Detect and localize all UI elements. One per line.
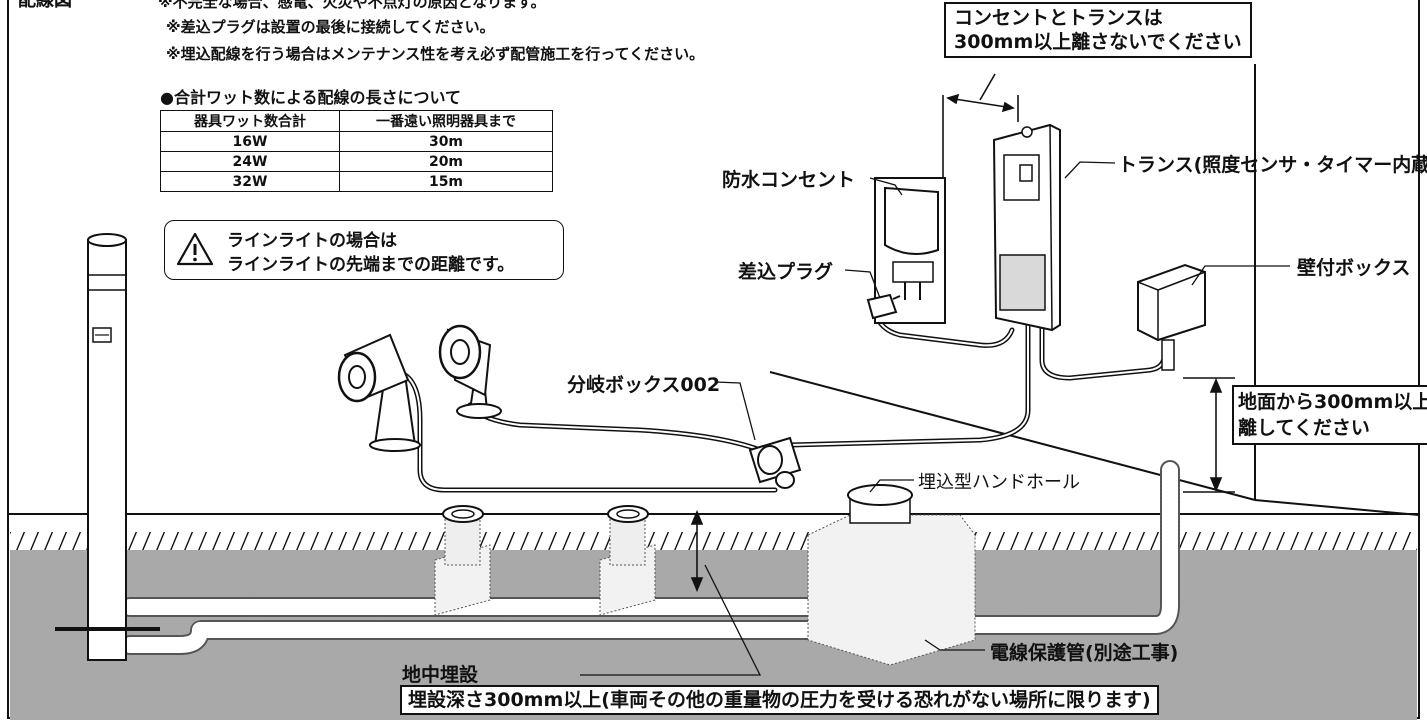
distance-callout-line-1: コンセントとトランスは [954, 7, 1163, 29]
warning-triangle-icon [176, 232, 214, 266]
outlet-device [874, 177, 946, 324]
warning-box: ラインライトの場合は ラインライトの先端までの距離です。 [164, 220, 564, 280]
wall-box-label: 壁付ボックス [1297, 257, 1411, 279]
transformer-device [992, 123, 1061, 332]
branch-box-label: 分岐ボックス002 [567, 374, 721, 396]
plug-device [866, 293, 901, 320]
outlet-label: 防水コンセント [722, 169, 856, 191]
table-row: 24W 20m [160, 151, 553, 172]
plug-label: 差込プラグ [738, 261, 834, 283]
warning-line-1: ラインライトの場合は [227, 231, 397, 251]
table-header-row: 器具ワット数合計 一番遠い照明器具まで [160, 110, 553, 132]
spotlight-1 [337, 333, 421, 452]
table-row: 16W 30m [160, 131, 553, 152]
leader-lines [580, 161, 1290, 676]
wall-box-device [1137, 263, 1206, 371]
table-heading: ●合計ワット数による配線の長さについて [160, 88, 462, 107]
height-callout: 地面から300mm以上 離してください [1232, 385, 1427, 445]
burial-title: 地中埋設 [402, 664, 479, 686]
section-title: 配線図 [18, 0, 72, 11]
table-cell: 15m [339, 171, 553, 192]
table-header-cell: 一番遠い照明器具まで [339, 110, 553, 132]
note-1: ※不完全な場合、感電、火災や不点灯の原因となります。 [158, 0, 546, 11]
burial-depth-callout: 埋設深さ300mm以上(車両その他の重量物の圧力を受ける恐れがない場所に限ります… [400, 685, 1159, 715]
table-header-cell: 器具ワット数合計 [160, 110, 340, 132]
table-row: 32W 15m [160, 171, 553, 192]
conduit-label: 電線保護管(別途工事) [990, 642, 1179, 664]
spotlight-2 [438, 324, 502, 419]
buried-handhole [807, 484, 976, 666]
height-callout-line-2: 離してください [1238, 417, 1370, 439]
ground-hatch [10, 532, 1417, 550]
transformer-label: トランス(照度センサ・タイマー内蔵) [1118, 154, 1427, 176]
dimension-arrows [690, 73, 1235, 593]
note-3: ※埋込配線を行う場合はメンテナンス性を考え必ず配管施工を行ってください。 [166, 45, 705, 63]
height-callout-line-1: 地面から300mm以上 [1238, 391, 1427, 413]
branch-box-device [748, 436, 802, 489]
wattage-table: 器具ワット数合計 一番遠い照明器具まで 16W 30m 24W 20m 32W … [160, 110, 553, 192]
distance-callout: コンセントとトランスは 300mm以上離さないでください [944, 2, 1252, 58]
bollard-light [55, 233, 160, 661]
note-2: ※差込プラグは設置の最後に接続してください。 [166, 18, 495, 36]
handhole-label: 埋込型ハンドホール [918, 472, 1080, 493]
small-handhole-2 [599, 505, 656, 616]
table-cell: 32W [160, 171, 340, 192]
table-cell: 24W [160, 151, 340, 172]
table-cell: 16W [160, 131, 340, 152]
small-handhole-1 [434, 505, 491, 616]
table-cell: 30m [339, 131, 553, 152]
warning-line-2: ラインライトの先端までの距離です。 [227, 255, 515, 275]
table-cell: 20m [339, 151, 553, 172]
distance-callout-line-2: 300mm以上離さないでください [954, 31, 1242, 53]
